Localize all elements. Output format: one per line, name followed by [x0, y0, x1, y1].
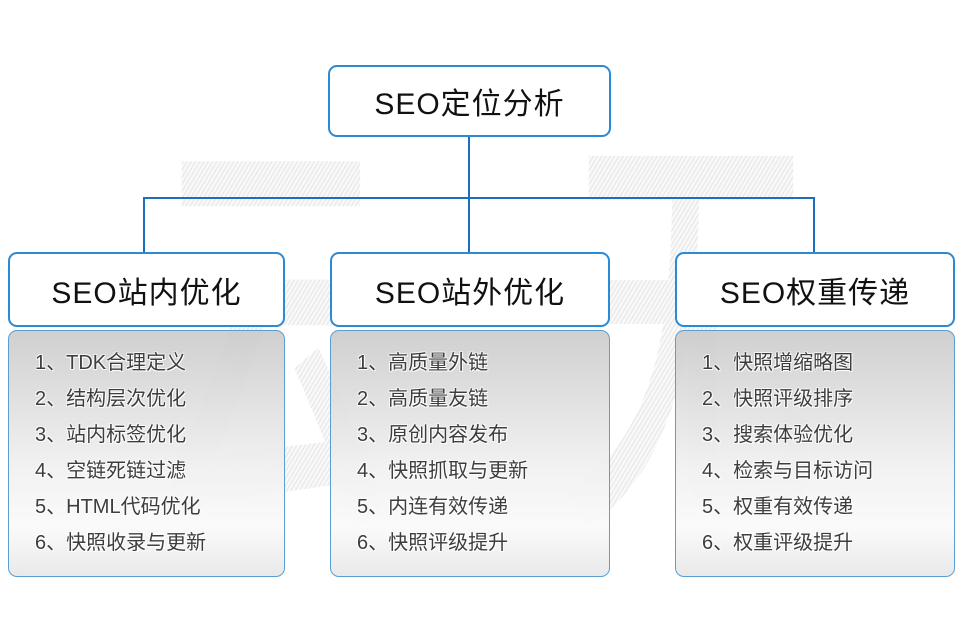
root-node-title: SEO定位分析 [374, 88, 565, 121]
column-body-weight: 1、快照增缩略图 2、快照评级排序 3、搜索体验优化 4、检索与目标访问 5、权… [675, 330, 955, 577]
column-weight-transfer: SEO权重传递 1、快照增缩略图 2、快照评级排序 3、搜索体验优化 4、检索与… [675, 252, 955, 577]
offsite-item-list: 1、高质量外链 2、高质量友链 3、原创内容发布 4、快照抓取与更新 5、内连有… [331, 331, 609, 561]
column-body-offsite: 1、高质量外链 2、高质量友链 3、原创内容发布 4、快照抓取与更新 5、内连有… [330, 330, 610, 577]
root-node-seo-positioning: SEO定位分析 [328, 65, 611, 137]
list-item: 6、权重评级提升 [702, 532, 854, 554]
column-title: SEO权重传递 [719, 276, 911, 310]
column-body-onsite: 1、TDK合理定义 2、结构层次优化 3、站内标签优化 4、空链死链过滤 5、H… [8, 330, 285, 577]
connector-root-vertical [468, 136, 470, 199]
list-item: 3、站内标签优化 [35, 424, 187, 446]
list-item: 2、高质量友链 [357, 388, 489, 410]
list-item: 4、检索与目标访问 [702, 460, 874, 482]
list-item: 1、TDK合理定义 [35, 352, 187, 374]
list-item: 6、快照评级提升 [357, 532, 509, 554]
column-onsite-optimization: SEO站内优化 1、TDK合理定义 2、结构层次优化 3、站内标签优化 4、空链… [8, 252, 285, 577]
list-item: 2、结构层次优化 [35, 388, 187, 410]
column-title: SEO站内优化 [51, 276, 242, 310]
list-item: 6、快照收录与更新 [35, 532, 207, 554]
weight-item-list: 1、快照增缩略图 2、快照评级排序 3、搜索体验优化 4、检索与目标访问 5、权… [676, 331, 954, 561]
list-item: 2、快照评级排序 [702, 388, 854, 410]
list-item: 1、高质量外链 [357, 352, 489, 374]
list-item: 1、快照增缩略图 [702, 352, 854, 374]
list-item: 5、内连有效传递 [357, 496, 509, 518]
list-item: 5、权重有效传递 [702, 496, 854, 518]
list-item: 3、搜索体验优化 [702, 424, 854, 446]
column-offsite-optimization: SEO站外优化 1、高质量外链 2、高质量友链 3、原创内容发布 4、快照抓取与… [330, 252, 610, 577]
connector-middle-vertical [468, 197, 470, 253]
connector-main-horizontal [143, 197, 815, 199]
column-header-weight: SEO权重传递 [675, 252, 955, 327]
onsite-item-list: 1、TDK合理定义 2、结构层次优化 3、站内标签优化 4、空链死链过滤 5、H… [9, 331, 284, 561]
list-item: 4、空链死链过滤 [35, 460, 187, 482]
list-item: 3、原创内容发布 [357, 424, 509, 446]
list-item: 5、HTML代码优化 [35, 496, 201, 518]
list-item: 4、快照抓取与更新 [357, 460, 529, 482]
connector-right-vertical [813, 197, 815, 253]
column-header-offsite: SEO站外优化 [330, 252, 610, 327]
connector-left-vertical [143, 197, 145, 253]
column-header-onsite: SEO站内优化 [8, 252, 285, 327]
column-title: SEO站外优化 [374, 276, 566, 310]
